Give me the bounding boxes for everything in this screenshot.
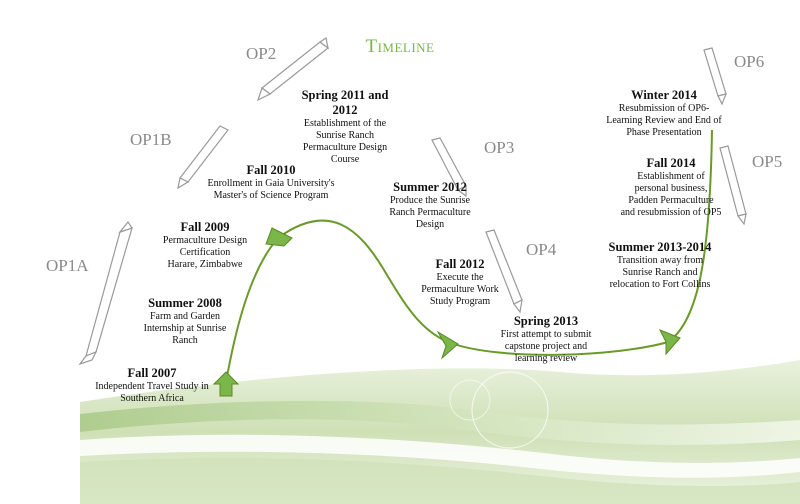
event-fall-2014: Fall 2014 Establishment of personal busi… [610, 156, 732, 219]
event-fall-2009: Fall 2009 Permaculture Design Certificat… [146, 220, 264, 271]
ribbon-op3 [431, 137, 467, 198]
event-line: Enrollment in Gaia University's [207, 178, 335, 189]
event-fall-2007: Fall 2007 Independent Travel Study in So… [88, 366, 216, 405]
event-line: Learning Review and End of [606, 115, 722, 126]
page-title: Timeline [365, 36, 435, 57]
op-label-op1b: OP1B [130, 130, 172, 149]
event-summer-2012: Summer 2012 Produce the Sunrise Ranch Pe… [370, 180, 490, 231]
arrow-3 [658, 329, 681, 356]
event-fall-2012: Fall 2012 Execute the Permaculture Work … [398, 257, 522, 308]
event-line: capstone project and [504, 341, 588, 352]
event-spring-2013: Spring 2013 First attempt to submit caps… [486, 314, 606, 365]
event-winter-2014: Winter 2014 Resubmission of OP6- Learnin… [594, 88, 734, 139]
event-line: Course [330, 154, 360, 165]
event-line: Design [415, 219, 445, 230]
op-label-op4: OP4 [526, 240, 557, 259]
event-line: Southern Africa [120, 393, 184, 404]
op-ribbons [78, 37, 747, 366]
event-heading: Fall 2010 [246, 163, 296, 177]
arrow-start [212, 371, 240, 397]
event-line: Produce the Sunrise [390, 195, 470, 206]
op-label-op1a: OP1A [46, 256, 89, 275]
ribbon-op1b [177, 125, 229, 190]
event-line: Permaculture Design [302, 142, 388, 153]
event-summer-2008: Summer 2008 Farm and Garden Internship a… [122, 296, 248, 347]
event-heading: Fall 2009 [180, 220, 230, 234]
event-line: relocation to Fort Collins [609, 279, 711, 290]
event-line: Establishment of [637, 171, 705, 182]
ribbon-op6 [703, 47, 727, 106]
event-line: Permaculture Design [162, 235, 248, 246]
event-line: Phase Presentation [626, 127, 702, 138]
event-summer-2013-2014: Summer 2013-2014 Transition away from Su… [590, 240, 730, 291]
event-line: Sunrise Ranch [315, 130, 375, 141]
event-line: learning review [514, 353, 578, 364]
event-line: and resubmission of OP5 [620, 207, 722, 218]
event-fall-2010: Fall 2010 Enrollment in Gaia University'… [196, 163, 346, 202]
event-line: Permaculture Work [421, 284, 499, 295]
event-heading: 2012 [332, 103, 358, 117]
event-line: Harare, Zimbabwe [167, 259, 243, 270]
event-heading: Winter 2014 [631, 88, 697, 102]
event-spring-2011-2012: Spring 2011 and 2012 Establishment of th… [286, 88, 404, 166]
wave-background [80, 360, 800, 504]
event-line: Ranch Permaculture [389, 207, 471, 218]
event-line: Independent Travel Study in [95, 381, 209, 392]
event-heading: Spring 2011 and [301, 88, 389, 102]
op-label-op3: OP3 [484, 138, 515, 157]
ribbon-op5 [719, 145, 747, 226]
event-line: Certification [179, 247, 231, 258]
event-heading: Summer 2012 [393, 180, 467, 194]
event-line: First attempt to submit [500, 329, 592, 340]
event-line: Ranch [172, 335, 198, 346]
ribbon-op1a [78, 220, 133, 366]
ribbon-op4 [485, 229, 523, 314]
arrow-1 [265, 227, 293, 247]
event-line: Sunrise Ranch and [622, 267, 698, 278]
event-line: Master's of Science Program [213, 190, 329, 201]
event-line: Establishment of the [303, 118, 387, 129]
event-heading: Spring 2013 [513, 314, 579, 328]
event-line: Padden Permaculture [628, 195, 714, 206]
event-heading: Fall 2014 [646, 156, 696, 170]
event-line: Resubmission of OP6- [618, 103, 710, 114]
op-label-op5: OP5 [752, 152, 783, 171]
event-heading: Fall 2012 [435, 257, 485, 271]
event-line: Study Program [429, 296, 491, 307]
event-line: Transition away from [616, 255, 704, 266]
op-label-op2: OP2 [246, 44, 277, 63]
timeline-arrows [212, 227, 681, 397]
event-heading: Summer 2013-2014 [608, 240, 712, 254]
event-line: Internship at Sunrise [143, 323, 227, 334]
event-heading: Fall 2007 [127, 366, 177, 380]
op-label-op6: OP6 [734, 52, 765, 71]
ribbon-op2 [256, 37, 329, 102]
event-line: Execute the [436, 272, 484, 283]
event-line: Farm and Garden [150, 311, 220, 322]
event-heading: Summer 2008 [148, 296, 222, 310]
event-line: personal business, [634, 183, 708, 194]
arrow-2 [436, 330, 459, 360]
